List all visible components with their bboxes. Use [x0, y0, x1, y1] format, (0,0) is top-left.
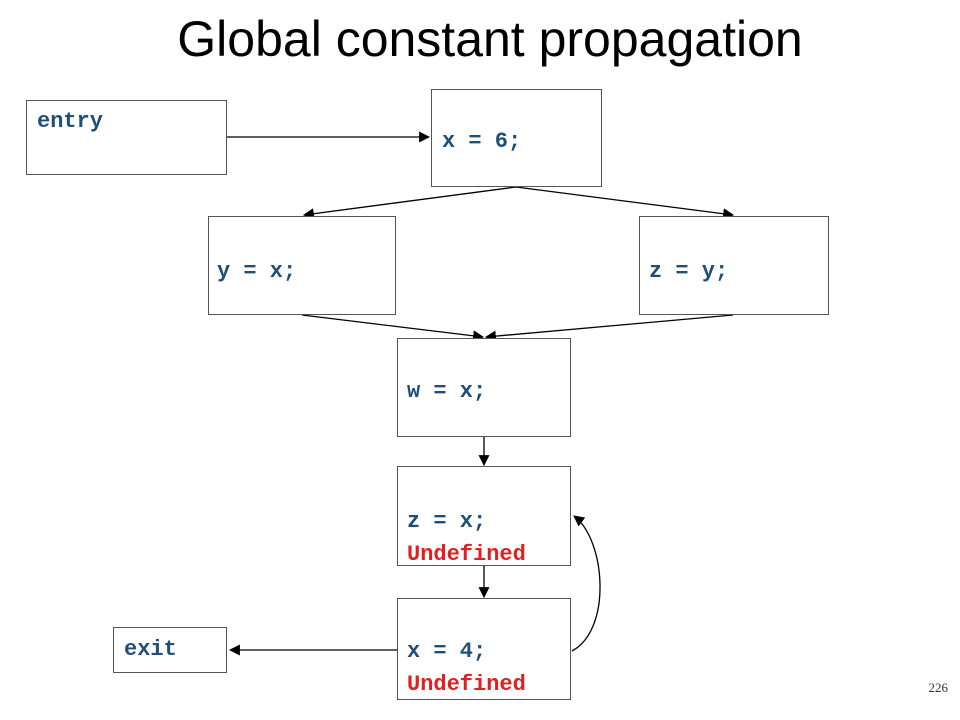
node-x4: x = 4; Undefined: [397, 598, 571, 700]
edge-x6-to-yx: [302, 186, 517, 220]
node-x4-code: x = 4;: [407, 639, 487, 664]
node-exit-label: exit: [124, 637, 177, 662]
node-x6-code: x = 6;: [442, 129, 522, 154]
node-yx: y = x;: [208, 216, 396, 315]
node-entry: entry: [26, 100, 227, 175]
edge-yx-to-wx: [301, 314, 485, 342]
edge-zy-to-wx: [484, 314, 734, 342]
node-zy-code: z = y;: [649, 259, 729, 284]
node-entry-label: entry: [37, 109, 104, 134]
node-exit: exit: [113, 627, 227, 673]
edge-x6-to-zy: [515, 186, 735, 220]
page-number: 226: [928, 680, 949, 695]
node-zx-annotation: Undefined: [407, 542, 526, 567]
node-x6: x = 6;: [431, 89, 602, 187]
node-yx-code: y = x;: [217, 259, 297, 284]
edge-x4-back-to-zx: [571, 515, 601, 652]
node-wx: w = x;: [397, 338, 571, 437]
node-zy: z = y;: [639, 216, 829, 315]
node-zx-code: z = x;: [407, 509, 487, 534]
node-x4-annotation: Undefined: [407, 672, 526, 697]
slide-title: Global constant propagation: [177, 11, 803, 67]
node-zx: z = x; Undefined: [397, 466, 571, 567]
node-wx-code: w = x;: [407, 379, 487, 404]
